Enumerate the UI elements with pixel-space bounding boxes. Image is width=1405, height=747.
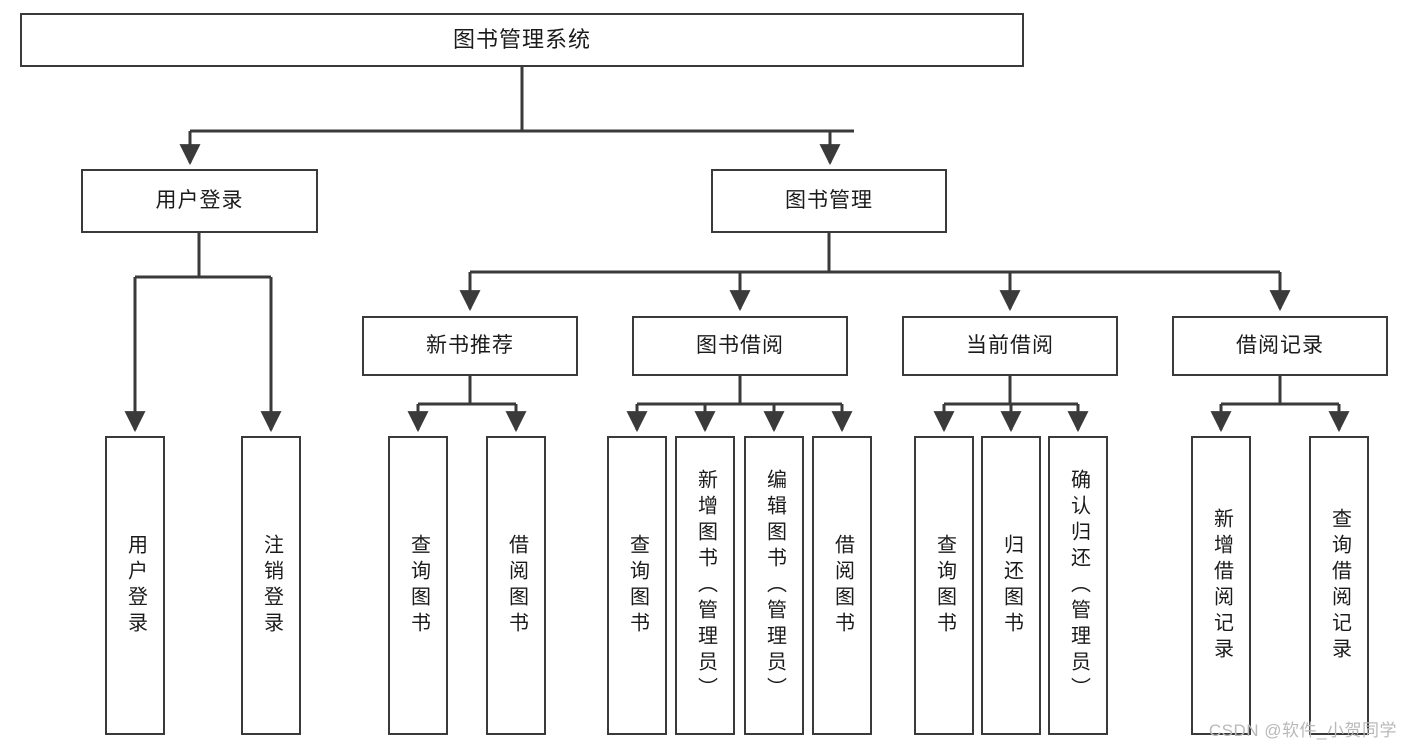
- node-leaf-user-login[interactable]: 用户登录: [105, 436, 165, 735]
- node-leaf-query-book-3[interactable]: 查询图书: [914, 436, 974, 735]
- node-root[interactable]: 图书管理系统: [20, 13, 1024, 67]
- node-leaf-edit-book-label: 编辑图书（管理员）: [763, 468, 786, 703]
- node-book-management[interactable]: 图书管理: [711, 169, 947, 233]
- node-user-login-label: 用户登录: [155, 189, 244, 213]
- node-leaf-add-record[interactable]: 新增借阅记录: [1191, 436, 1251, 735]
- node-leaf-query-book-3-label: 查询图书: [933, 533, 956, 638]
- node-leaf-borrow-book-2[interactable]: 借阅图书: [812, 436, 872, 735]
- node-leaf-return-book[interactable]: 归还图书: [981, 436, 1041, 735]
- node-leaf-query-book-2-label: 查询图书: [626, 533, 649, 638]
- node-leaf-query-book-2[interactable]: 查询图书: [607, 436, 667, 735]
- node-new-book-recommend-label: 新书推荐: [426, 334, 514, 358]
- node-leaf-user-login-label: 用户登录: [124, 533, 147, 638]
- node-borrow-record-label: 借阅记录: [1236, 334, 1324, 358]
- node-leaf-edit-book[interactable]: 编辑图书（管理员）: [744, 436, 804, 735]
- node-leaf-logout-login[interactable]: 注销登录: [241, 436, 301, 735]
- node-root-label: 图书管理系统: [452, 26, 591, 52]
- node-leaf-query-record-label: 查询借阅记录: [1328, 507, 1351, 664]
- node-leaf-query-book-1-label: 查询图书: [407, 533, 430, 638]
- node-leaf-confirm-return-label: 确认归还（管理员）: [1067, 468, 1090, 703]
- node-leaf-borrow-book-2-label: 借阅图书: [831, 533, 854, 638]
- node-borrow-record[interactable]: 借阅记录: [1172, 316, 1388, 376]
- node-leaf-borrow-book-1[interactable]: 借阅图书: [486, 436, 546, 735]
- node-leaf-add-record-label: 新增借阅记录: [1210, 507, 1233, 664]
- node-leaf-logout-login-label: 注销登录: [260, 533, 283, 638]
- node-user-login[interactable]: 用户登录: [81, 169, 318, 233]
- node-leaf-borrow-book-1-label: 借阅图书: [505, 533, 528, 638]
- node-leaf-return-book-label: 归还图书: [1000, 533, 1023, 638]
- node-book-borrow-label: 图书借阅: [696, 334, 784, 358]
- node-leaf-add-book[interactable]: 新增图书（管理员）: [675, 436, 735, 735]
- node-leaf-query-record[interactable]: 查询借阅记录: [1309, 436, 1369, 735]
- node-new-book-recommend[interactable]: 新书推荐: [362, 316, 578, 376]
- node-leaf-add-book-label: 新增图书（管理员）: [694, 468, 717, 703]
- node-leaf-query-book-1[interactable]: 查询图书: [388, 436, 448, 735]
- node-book-borrow[interactable]: 图书借阅: [632, 316, 848, 376]
- node-current-borrow[interactable]: 当前借阅: [902, 316, 1118, 376]
- watermark-text: CSDN @软件_小贺同学: [1208, 721, 1397, 740]
- node-leaf-confirm-return[interactable]: 确认归还（管理员）: [1048, 436, 1108, 735]
- node-current-borrow-label: 当前借阅: [966, 334, 1054, 358]
- node-book-management-label: 图书管理: [785, 189, 873, 213]
